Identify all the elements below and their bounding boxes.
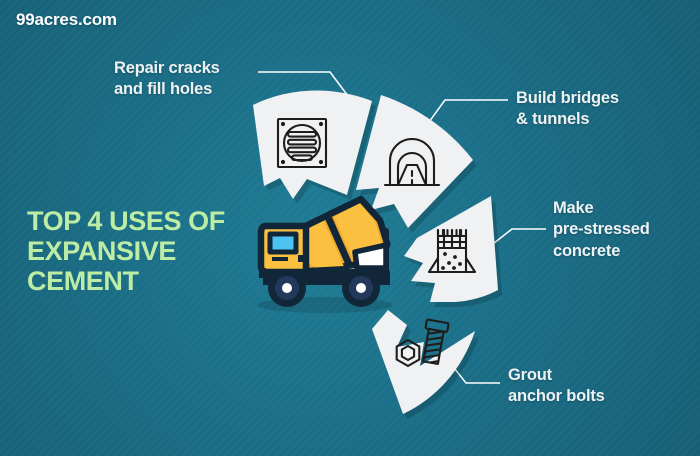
segment-build-bridges[interactable] (356, 95, 477, 233)
title-line-2: EXPANSIVE (27, 236, 176, 267)
title-line-3: CEMENT (27, 266, 139, 297)
callout-3-line-1: Make (553, 199, 594, 217)
cement-mixer-truck (257, 195, 393, 313)
segment-4-face (372, 310, 475, 414)
callout-4-line-1: Grout (508, 366, 552, 384)
segment-grout-anchor-bolts[interactable] (372, 310, 479, 419)
callout-2-line-2: & tunnels (516, 110, 590, 129)
segment-2-face (356, 95, 473, 228)
leader-line-3 (488, 228, 546, 248)
drum-band-1 (300, 220, 344, 268)
callout-3-line-3: concrete (553, 241, 621, 260)
segment-prestressed-concrete[interactable] (404, 196, 502, 307)
callout-label-prestressed-concrete: Make pre-stressed concrete (553, 198, 698, 262)
brand-logo: 99acres.com (16, 10, 117, 29)
drum-stripe (325, 216, 353, 265)
callout-label-repair-cracks: Repair cracks and fill holes (114, 58, 294, 101)
callout-1-line-2: and fill holes (114, 80, 213, 99)
concrete-pillar-icon (427, 228, 477, 274)
callout-4-line-2: anchor bolts (508, 387, 605, 406)
page-title: TOP 4 USES OF EXPANSIVE CEMENT (27, 206, 287, 297)
truck-wheel-front (268, 269, 306, 307)
callout-2-line-1: Build bridges (516, 89, 619, 107)
bolt-and-nut-icon (395, 318, 450, 368)
truck-bumper (259, 268, 266, 278)
callout-1-line-1: Repair cracks (114, 59, 220, 77)
truck-door-handle (272, 257, 288, 261)
callout-label-build-bridges: Build bridges & tunnels (516, 88, 696, 131)
truck-cab-detail (298, 255, 303, 262)
crack-repair-plate-icon (276, 117, 328, 169)
callout-3-line-2: pre-stressed (553, 220, 650, 239)
title-line-1: TOP 4 USES OF (27, 206, 225, 236)
mixer-chute (352, 242, 389, 271)
callout-label-grout-anchor-bolts: Grout anchor bolts (508, 365, 698, 408)
truck-window (267, 231, 299, 255)
truck-wheel-rear (342, 269, 380, 307)
segment-repair-cracks[interactable] (253, 90, 376, 204)
tunnel-icon (383, 137, 441, 187)
leader-line-1 (258, 71, 349, 97)
